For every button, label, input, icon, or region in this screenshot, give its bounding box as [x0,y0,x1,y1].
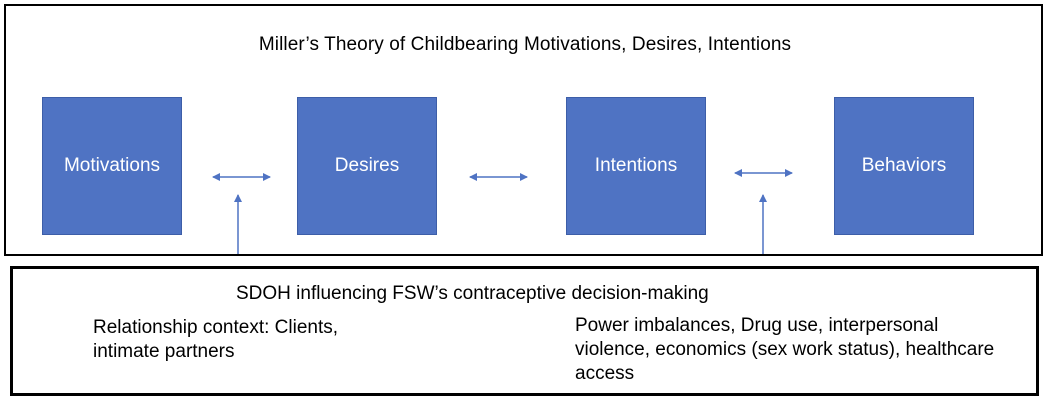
box-intentions-label: Intentions [594,155,678,176]
box-desires-label: Desires [334,155,400,176]
diagram-title: Miller’s Theory of Childbearing Motivati… [258,34,792,55]
box-motivations-label: Motivations [63,155,161,176]
sdoh-relationship-context: Relationship context: Clients, intimate … [93,317,339,362]
sdoh-title: SDOH influencing FSW’s contraceptive dec… [236,283,709,304]
box-behaviors-label: Behaviors [861,155,947,176]
box-behaviors: Behaviors [834,97,974,235]
theory-frame [4,4,1043,256]
box-intentions: Intentions [566,97,706,235]
box-desires: Desires [297,97,437,235]
box-motivations: Motivations [42,97,182,235]
sdoh-frame [10,266,1039,396]
sdoh-structural-factors: Power imbalances, Drug use, interpersona… [575,315,995,384]
